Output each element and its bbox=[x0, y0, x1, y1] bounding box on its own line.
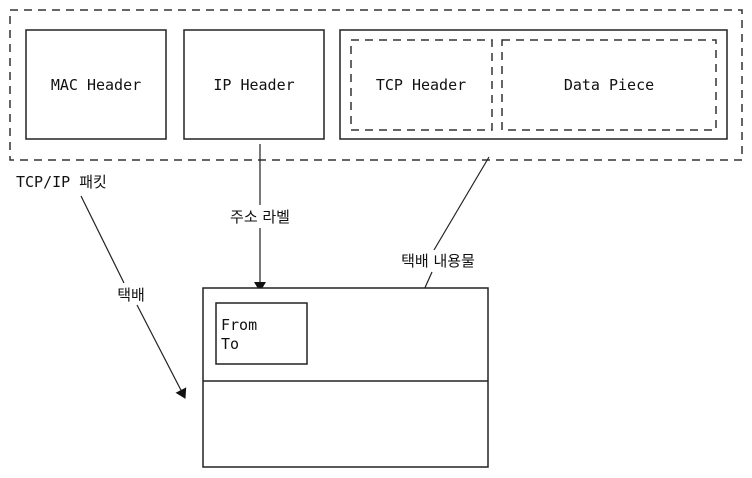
ip-header-label: IP Header bbox=[213, 76, 294, 94]
address-label-box: From To bbox=[215, 302, 308, 365]
tcp-segment-box bbox=[339, 29, 728, 140]
address-from-label: From bbox=[221, 316, 257, 334]
packet-boundary bbox=[9, 9, 743, 161]
packet-to-parcel-arrow-upper bbox=[80, 195, 125, 284]
packet-to-parcel-label: 택배 bbox=[117, 286, 145, 304]
tcp-header-box: TCP Header bbox=[350, 39, 493, 131]
data-piece-box: Data Piece bbox=[501, 39, 717, 131]
ip-to-label-label: 주소 라벨 bbox=[230, 208, 290, 226]
packet-to-parcel-arrow bbox=[136, 304, 187, 399]
tcp-to-contents-arrow-upper bbox=[433, 156, 490, 251]
data-piece-label: Data Piece bbox=[564, 76, 654, 94]
tcp-header-label: TCP Header bbox=[376, 76, 466, 94]
mac-header-box: MAC Header bbox=[25, 29, 167, 140]
packet-label: TCP/IP 패킷 bbox=[16, 173, 107, 191]
address-to-label: To bbox=[221, 335, 239, 353]
parcel-box bbox=[202, 287, 489, 468]
mac-header-label: MAC Header bbox=[51, 76, 141, 94]
ip-header-box: IP Header bbox=[183, 29, 325, 140]
tcp-to-contents-label: 택배 내용물 bbox=[401, 252, 475, 270]
